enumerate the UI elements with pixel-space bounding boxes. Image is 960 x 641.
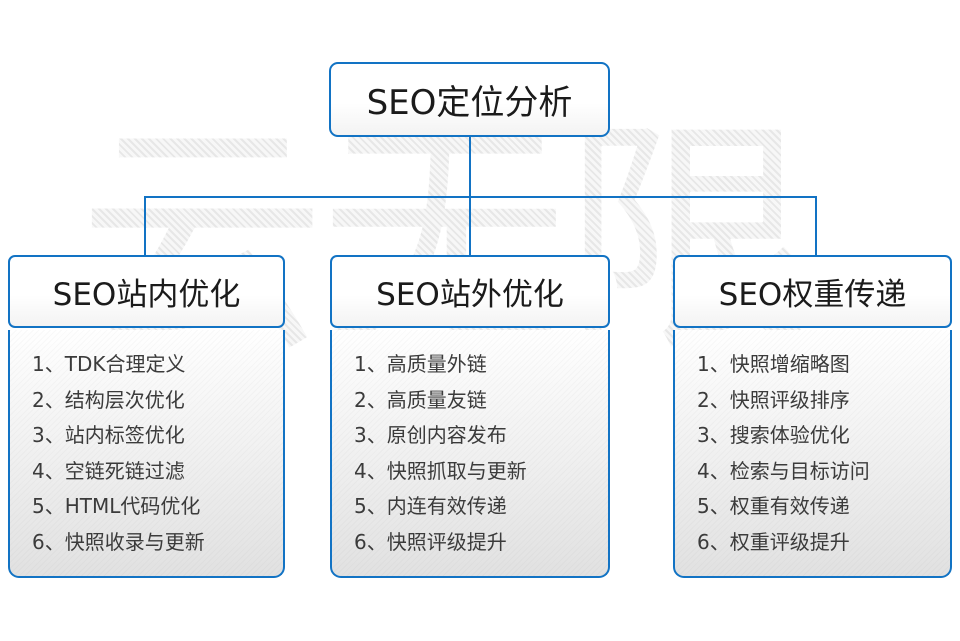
column-header-offsite: SEO站外优化 [330, 255, 610, 328]
root-node-label: SEO定位分析 [366, 83, 573, 123]
list-item: 6、快照评级提升 [354, 529, 507, 554]
connector-drop-right [815, 196, 817, 256]
list-item: 1、高质量外链 [354, 352, 487, 376]
list-item: 2、高质量友链 [354, 387, 487, 412]
list-item: 4、快照抓取与更新 [354, 458, 527, 483]
list-item: 2、结构层次优化 [32, 387, 185, 412]
column-header-onsite-label: SEO站内优化 [52, 277, 241, 313]
column-header-onsite: SEO站内优化 [8, 255, 285, 328]
root-node-seo-positioning: SEO定位分析 [329, 62, 610, 137]
connector-horizontal-bar [144, 196, 817, 198]
column-panel-onsite: 1、TDK合理定义 2、结构层次优化 3、站内标签优化 4、空链死链过滤 5、H… [8, 330, 285, 578]
column-panel-offsite: 1、高质量外链 2、高质量友链 3、原创内容发布 4、快照抓取与更新 5、内连有… [330, 330, 610, 578]
list-item: 3、站内标签优化 [32, 423, 185, 447]
list-item: 1、快照增缩略图 [697, 352, 850, 376]
list-item: 4、空链死链过滤 [32, 458, 185, 483]
list-item: 5、内连有效传递 [354, 494, 507, 518]
list-item: 2、快照评级排序 [697, 387, 850, 412]
list-item: 5、HTML代码优化 [32, 494, 201, 518]
list-item: 6、权重评级提升 [697, 529, 850, 554]
watermark-text: 云无限 [78, 118, 878, 366]
column-header-weight-transfer: SEO权重传递 [673, 255, 952, 328]
list-item: 6、快照收录与更新 [32, 529, 205, 554]
list-item: 4、检索与目标访问 [697, 458, 870, 483]
column-panel-weight-transfer: 1、快照增缩略图 2、快照评级排序 3、搜索体验优化 4、检索与目标访问 5、权… [673, 330, 952, 578]
column-header-offsite-label: SEO站外优化 [376, 277, 564, 313]
connector-drop-left [144, 196, 146, 256]
list-item: 3、原创内容发布 [354, 423, 507, 447]
connector-root-stem [469, 137, 471, 197]
list-item: 1、TDK合理定义 [32, 352, 186, 376]
connector-drop-center [469, 196, 471, 256]
column-header-weight-transfer-label: SEO权重传递 [718, 277, 907, 313]
list-item: 3、搜索体验优化 [697, 423, 850, 447]
list-item: 5、权重有效传递 [697, 494, 850, 518]
